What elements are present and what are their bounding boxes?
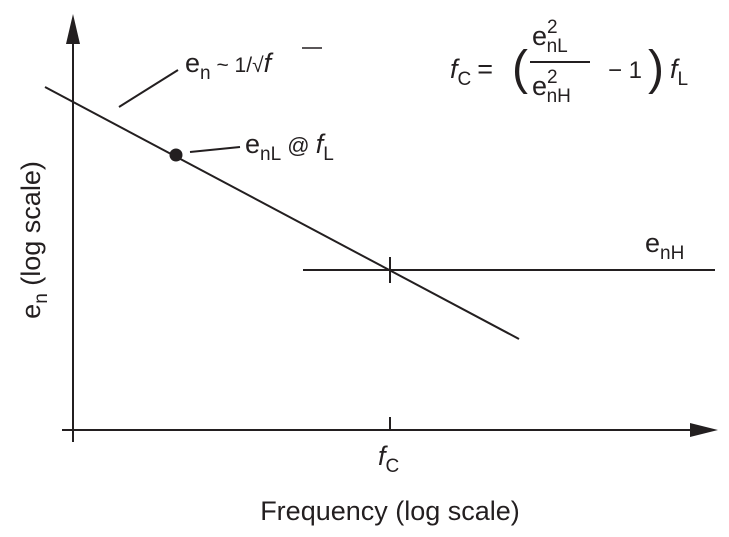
- svg-text:(: (: [512, 42, 528, 95]
- svg-text:fC=: fC=: [450, 54, 493, 90]
- x-tick-label-fc: fC: [378, 441, 399, 477]
- one-over-f-noise-line: [44, 86, 520, 340]
- point-leader-line: [189, 146, 241, 153]
- point-label: enL @ fL: [245, 129, 334, 165]
- svg-text:): ): [648, 42, 664, 95]
- svg-text:− 1: − 1: [608, 57, 642, 84]
- x-axis-arrow: [690, 423, 718, 437]
- y-axis-label: en (log scale): [16, 161, 52, 319]
- white-noise-label: enH: [645, 228, 684, 264]
- svg-text:fL: fL: [670, 54, 688, 90]
- x-axis-label: Frequency (log scale): [260, 496, 520, 526]
- slope-label: en ~ 1/√f: [185, 48, 274, 84]
- enl-point: [169, 148, 183, 162]
- y-axis-arrow: [66, 14, 80, 44]
- slope-leader-line: [118, 69, 179, 108]
